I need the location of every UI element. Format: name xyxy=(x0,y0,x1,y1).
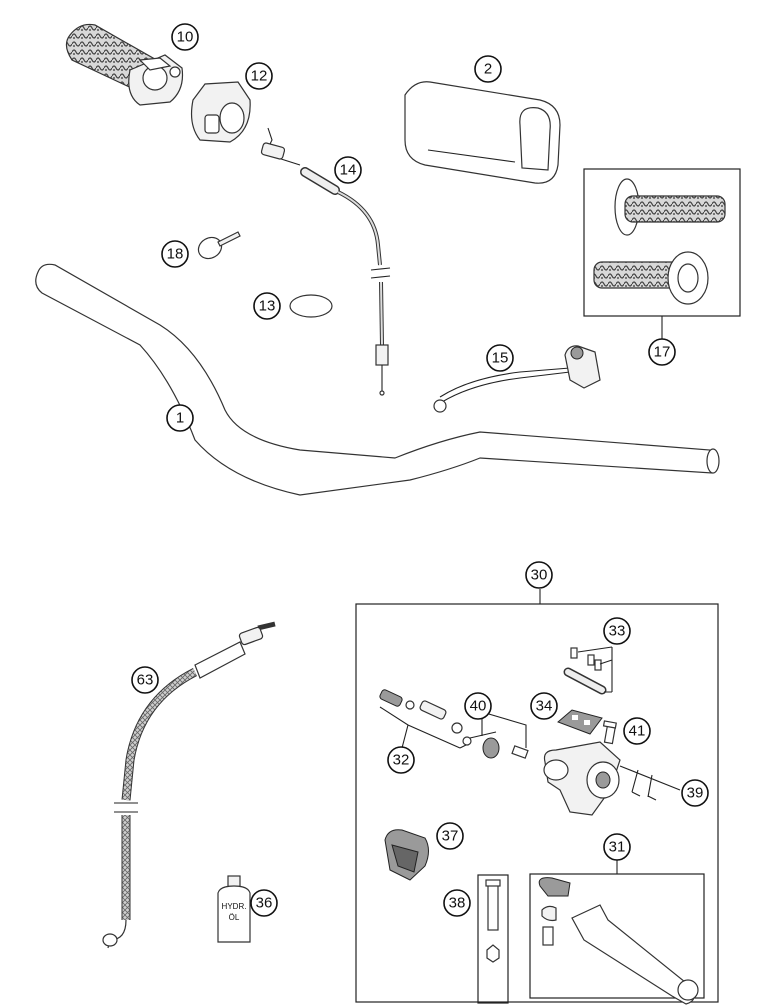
svg-text:2: 2 xyxy=(484,61,492,78)
oil-label-line1: HYDR. xyxy=(222,902,247,911)
svg-text:14: 14 xyxy=(340,162,357,179)
callout-31: 31 xyxy=(603,833,631,861)
handlebar-pad xyxy=(404,81,561,184)
svg-text:37: 37 xyxy=(442,828,459,845)
callout-39: 39 xyxy=(681,779,709,807)
lever-sleeve xyxy=(477,874,509,1004)
svg-text:33: 33 xyxy=(609,623,626,640)
cable-tie xyxy=(197,231,241,260)
svg-text:36: 36 xyxy=(256,895,273,912)
master-cylinder-box xyxy=(355,589,719,1003)
svg-text:41: 41 xyxy=(629,723,646,740)
bolt-41 xyxy=(602,720,617,745)
callout-12: 12 xyxy=(245,62,273,90)
lever-protector xyxy=(384,829,429,881)
svg-text:38: 38 xyxy=(449,895,466,912)
callout-33: 33 xyxy=(603,617,631,645)
svg-text:13: 13 xyxy=(259,298,276,315)
throttle-cable xyxy=(260,127,391,396)
callout-41: 41 xyxy=(623,717,651,745)
oil-label-line2: ÖL xyxy=(229,913,240,922)
master-cylinder-body xyxy=(543,741,681,816)
callout-38: 38 xyxy=(443,889,471,917)
o-ring xyxy=(289,294,333,318)
svg-text:1: 1 xyxy=(176,410,184,427)
svg-text:31: 31 xyxy=(609,839,626,856)
svg-text:18: 18 xyxy=(167,246,184,263)
lever-box xyxy=(529,860,705,999)
callout-32: 32 xyxy=(387,746,415,774)
callout-15: 15 xyxy=(486,344,514,372)
seal-kit xyxy=(481,711,529,759)
reservoir-cover-screws xyxy=(563,646,613,695)
callout-40: 40 xyxy=(464,692,492,720)
piston-parts xyxy=(379,689,472,749)
diaphragm xyxy=(557,709,603,735)
svg-text:30: 30 xyxy=(531,567,548,584)
grips-box xyxy=(583,168,741,340)
callout-10: 10 xyxy=(171,23,199,51)
hydraulic-oil-bottle: HYDR. ÖL xyxy=(217,875,251,943)
callout-37: 37 xyxy=(436,822,464,850)
callout-1: 1 xyxy=(166,404,194,432)
callout-63: 63 xyxy=(131,666,159,694)
callout-34: 34 xyxy=(530,692,558,720)
callout-13: 13 xyxy=(253,292,281,320)
svg-text:10: 10 xyxy=(177,29,194,46)
callout-17: 17 xyxy=(648,338,676,366)
svg-text:63: 63 xyxy=(137,672,154,689)
svg-text:34: 34 xyxy=(536,698,553,715)
clutch-hose xyxy=(102,621,276,949)
svg-text:12: 12 xyxy=(251,68,268,85)
clutch-lever xyxy=(538,877,699,1005)
callout-30: 30 xyxy=(525,561,553,589)
svg-text:15: 15 xyxy=(492,350,509,367)
callout-18: 18 xyxy=(161,240,189,268)
svg-text:40: 40 xyxy=(470,698,487,715)
throttle-cover xyxy=(190,81,251,143)
callout-2: 2 xyxy=(474,55,502,83)
kill-switch xyxy=(433,345,601,413)
handlebar xyxy=(35,263,720,496)
callout-14: 14 xyxy=(334,156,362,184)
svg-text:32: 32 xyxy=(393,752,410,769)
svg-text:17: 17 xyxy=(654,344,671,361)
throttle-grip-assembly xyxy=(65,23,184,106)
callout-36: 36 xyxy=(250,889,278,917)
svg-text:39: 39 xyxy=(687,785,704,802)
